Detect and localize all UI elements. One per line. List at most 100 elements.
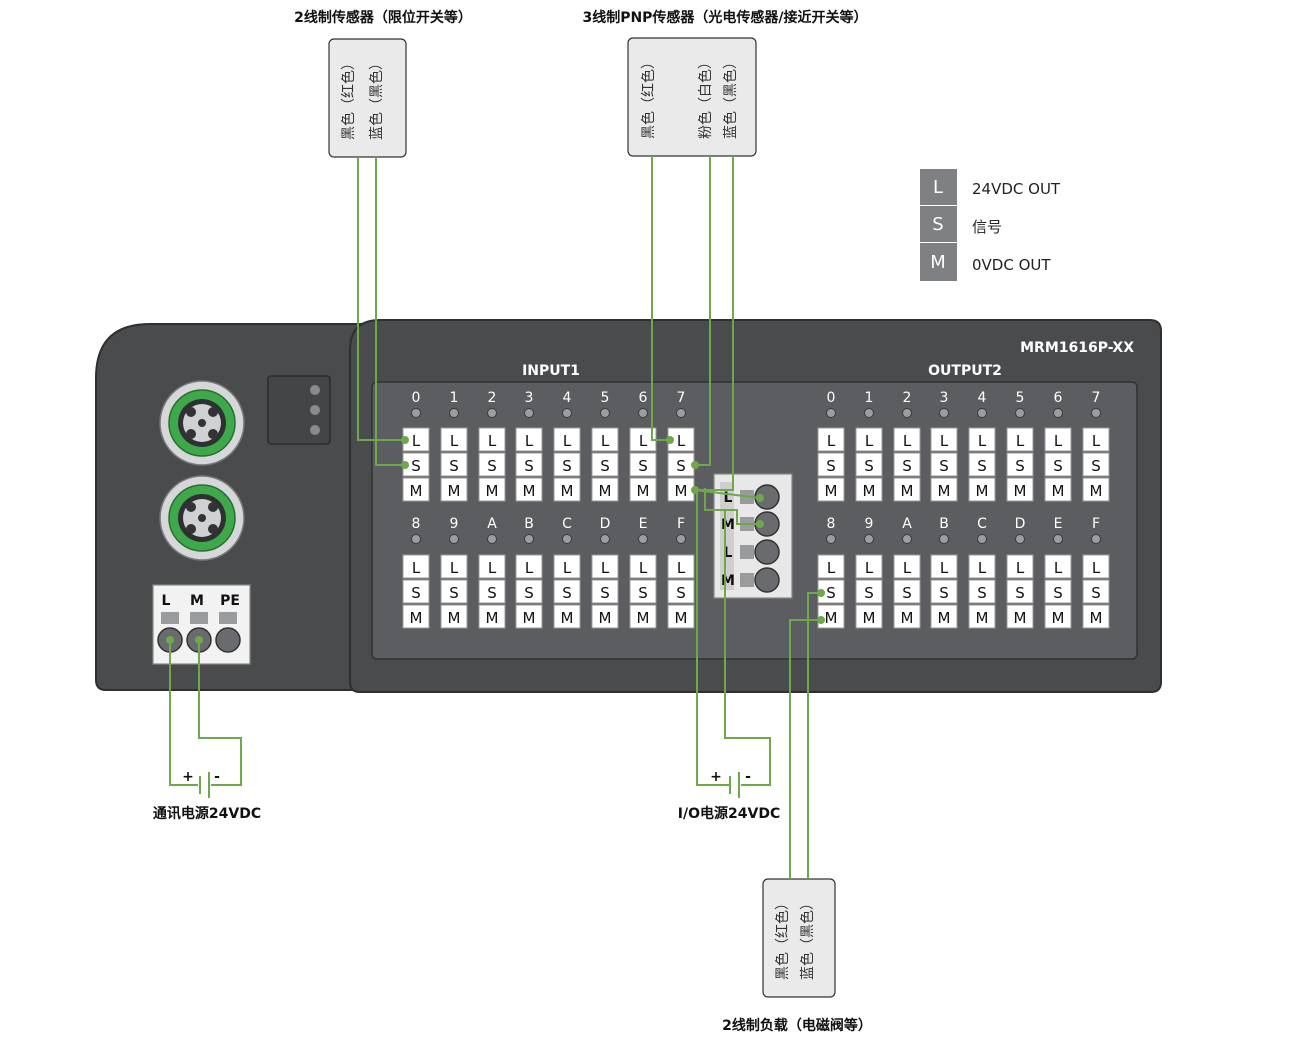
- io-power-label: I/O电源24VDC: [678, 805, 780, 822]
- terminal-cell-in-11-2: [515, 604, 543, 629]
- terminal-code-in-13-2: M: [599, 609, 612, 627]
- terminal-cell-in-2-0: [478, 427, 506, 452]
- channel-led-in-13: [600, 534, 610, 544]
- terminal-cell-out-8-2: [817, 604, 845, 629]
- terminal-cell-in-15-0: [667, 554, 695, 579]
- terminal-code-out-2-2: M: [901, 482, 914, 500]
- terminal-code-in-4-0: L: [563, 432, 572, 450]
- status-led-block: [267, 375, 331, 445]
- m12-connector-in: [159, 380, 245, 466]
- channel-label-out-0: 0: [827, 390, 836, 406]
- terminal-cell-out-0-1: [817, 452, 845, 477]
- channel-led-out-8: [826, 534, 836, 544]
- terminal-cell-out-1-0: [855, 427, 883, 452]
- channel-label-out-9: 9: [865, 516, 874, 532]
- terminal-code-out-3-2: M: [938, 482, 951, 500]
- input-group-label: INPUT1: [522, 363, 580, 379]
- terminal-code-out-9-1: S: [864, 584, 874, 602]
- channel-label-out-6: 6: [1054, 390, 1063, 406]
- channel-label-in-11: B: [524, 516, 534, 532]
- terminal-cell-in-14-2: [629, 604, 657, 629]
- sensor-3wire-wire-2: 粉色（白色）: [697, 55, 714, 139]
- terminal-code-out-11-2: M: [938, 609, 951, 627]
- terminal-code-in-7-1: S: [676, 457, 686, 475]
- channel-led-out-14: [1053, 534, 1063, 544]
- terminal-code-in-11-2: M: [523, 609, 536, 627]
- legend: L S M 24VDC OUT 信号 0VDC OUT: [920, 169, 1061, 281]
- channel-label-out-11: B: [939, 516, 949, 532]
- channel-led-out-3: [939, 408, 949, 418]
- legend-code-l: L: [933, 177, 943, 198]
- channel-led-in-2: [487, 408, 497, 418]
- wire-load-m: [789, 619, 821, 879]
- terminal-code-in-10-0: L: [488, 559, 497, 577]
- terminal-cell-in-12-0: [553, 554, 581, 579]
- wire-sensor3-s: [695, 156, 711, 466]
- terminal-cell-out-7-0: [1082, 427, 1110, 452]
- terminal-cell-in-13-0: [591, 554, 619, 579]
- io-battery-minus: -: [745, 769, 751, 785]
- terminal-code-in-3-1: S: [524, 457, 534, 475]
- sensor-2wire-wire-1: 黑色（红色）: [340, 56, 357, 140]
- terminal-code-in-12-0: L: [563, 559, 572, 577]
- terminal-cell-out-9-2: [855, 604, 883, 629]
- terminal-code-out-15-1: S: [1091, 584, 1101, 602]
- terminal-code-in-14-2: M: [637, 609, 650, 627]
- terminal-code-out-12-1: S: [977, 584, 987, 602]
- terminal-cell-out-5-1: [1006, 452, 1034, 477]
- terminal-code-out-5-0: L: [1016, 432, 1025, 450]
- terminal-cell-out-14-1: [1044, 579, 1072, 604]
- io-plug-terminal-2: M: [721, 517, 735, 533]
- channel-label-in-0: 0: [412, 390, 421, 406]
- comm-power-label: 通讯电源24VDC: [153, 805, 261, 822]
- channel-terminal-blocks: 0LSM1LSM2LSM3LSM4LSM5LSM6LSM7LSM8LSM9LSM…: [402, 390, 1110, 629]
- terminal-cell-in-2-2: [478, 477, 506, 502]
- terminal-cell-in-1-1: [440, 452, 468, 477]
- terminal-cell-out-3-1: [930, 452, 958, 477]
- channel-led-out-6: [1053, 408, 1063, 418]
- wire-sensor2-s: [375, 157, 405, 466]
- terminal-cell-in-5-1: [591, 452, 619, 477]
- terminal-cell-out-11-1: [930, 579, 958, 604]
- terminal-cell-out-4-2: [968, 477, 996, 502]
- terminal-code-in-2-2: M: [486, 482, 499, 500]
- terminal-code-out-13-1: S: [1015, 584, 1025, 602]
- channel-led-in-0: [411, 408, 421, 418]
- terminal-cell-out-3-2: [930, 477, 958, 502]
- power-terminal-m: M: [190, 593, 204, 609]
- terminal-code-in-13-0: L: [601, 559, 610, 577]
- terminal-code-in-14-0: L: [639, 559, 648, 577]
- terminal-cell-in-1-0: [440, 427, 468, 452]
- model-name: MRM1616P-XX: [1020, 340, 1134, 356]
- terminal-code-out-14-1: S: [1053, 584, 1063, 602]
- terminal-cell-out-14-2: [1044, 604, 1072, 629]
- terminal-cell-out-10-1: [893, 579, 921, 604]
- terminal-cell-in-4-1: [553, 452, 581, 477]
- terminal-code-in-7-2: M: [675, 482, 688, 500]
- terminal-code-in-4-1: S: [562, 457, 572, 475]
- terminal-cell-out-12-1: [968, 579, 996, 604]
- sensor-3wire-wire-1: 黑色（红色）: [640, 55, 657, 139]
- wire-plug-link-2: [704, 488, 760, 525]
- terminal-code-out-10-2: M: [901, 609, 914, 627]
- status-led: [310, 425, 320, 435]
- channel-led-in-14: [638, 534, 648, 544]
- channel-label-in-9: 9: [450, 516, 459, 532]
- terminal-code-out-13-0: L: [1016, 559, 1025, 577]
- channel-label-in-4: 4: [563, 390, 572, 406]
- terminal-cell-out-11-2: [930, 604, 958, 629]
- terminal-cell-in-0-2: [402, 477, 430, 502]
- terminal-code-out-9-0: L: [865, 559, 874, 577]
- channel-label-in-2: 2: [488, 390, 497, 406]
- comm-battery-icon: [199, 772, 210, 798]
- terminal-code-out-1-0: L: [865, 432, 874, 450]
- terminal-cell-out-6-1: [1044, 452, 1072, 477]
- channel-label-in-5: 5: [601, 390, 610, 406]
- terminal-code-in-3-2: M: [523, 482, 536, 500]
- terminal-cell-in-15-1: [667, 579, 695, 604]
- terminal-code-in-11-0: L: [525, 559, 534, 577]
- terminal-cell-out-5-0: [1006, 427, 1034, 452]
- channel-led-in-11: [524, 534, 534, 544]
- terminal-cell-out-13-1: [1006, 579, 1034, 604]
